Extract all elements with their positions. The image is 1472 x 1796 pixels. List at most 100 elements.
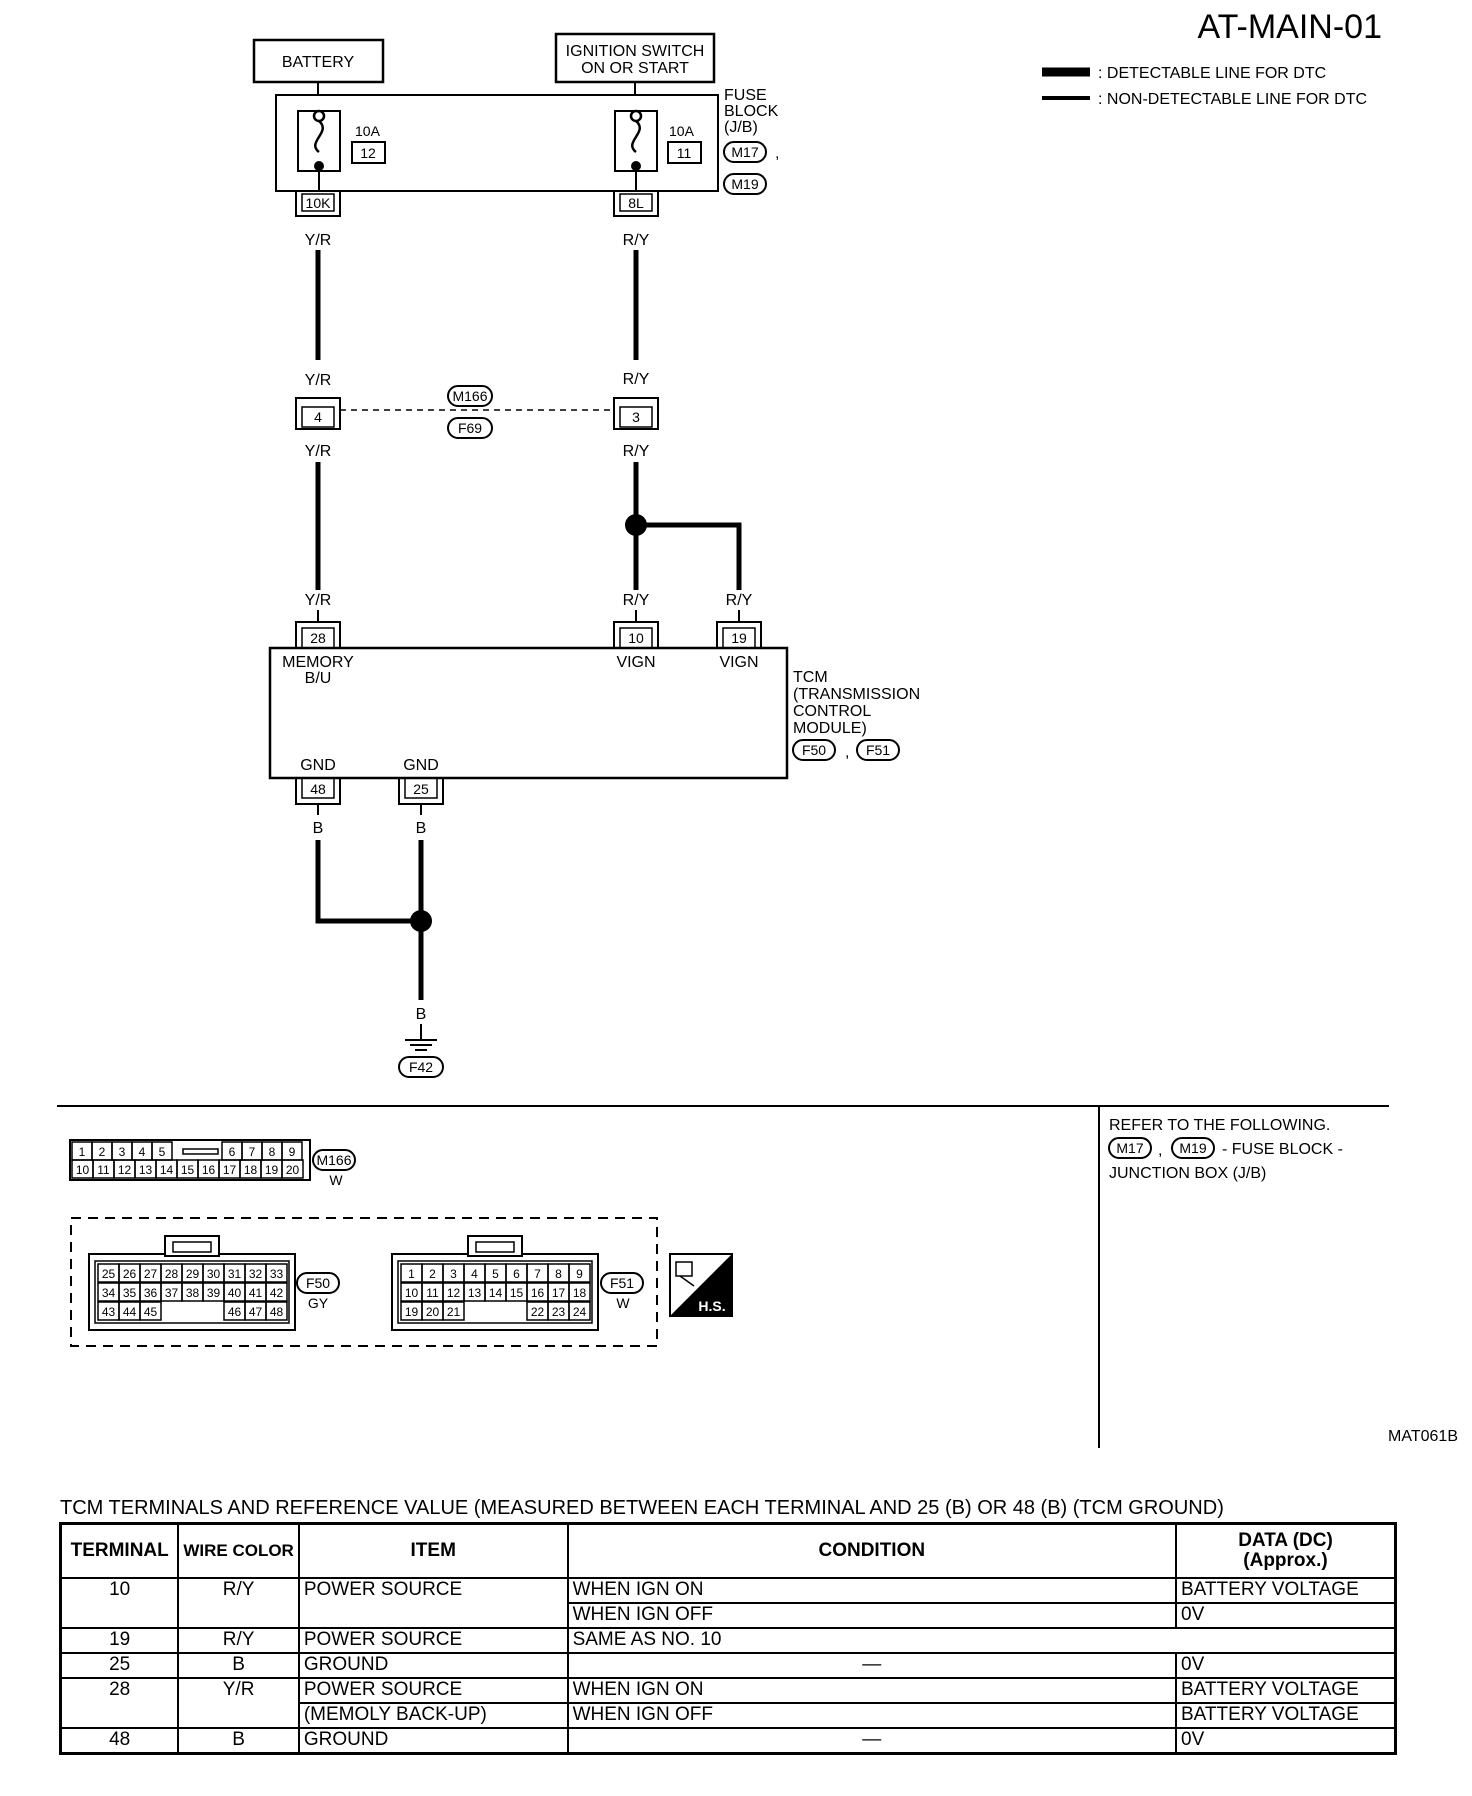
connector-f69: F69 bbox=[458, 420, 482, 436]
refer-text: JUNCTION BOX (J/B) bbox=[1109, 1165, 1266, 1182]
connector-pin: 19 bbox=[405, 1305, 419, 1319]
connector-pin: 32 bbox=[249, 1267, 263, 1281]
connector-pin: 47 bbox=[249, 1305, 263, 1319]
connector-pin: 14 bbox=[160, 1163, 174, 1177]
connector-pin: 6 bbox=[229, 1145, 236, 1159]
wire-color-label: R/Y bbox=[623, 371, 650, 388]
joint-pin-right: 3 bbox=[632, 409, 640, 425]
joint-pin-left: 4 bbox=[314, 409, 322, 425]
connector-pin: 46 bbox=[228, 1305, 242, 1319]
ignition-switch-label: IGNITION SWITCH bbox=[566, 43, 705, 60]
tcm-label-vign: VIGN bbox=[719, 654, 758, 671]
table-row: 25 B GROUND — 0V bbox=[59, 1652, 1397, 1679]
wire-color-label: R/Y bbox=[726, 592, 753, 609]
table-row: 19 R/Y POWER SOURCE SAME AS NO. 10 bbox=[59, 1627, 1397, 1654]
connector-pin: 8 bbox=[269, 1145, 276, 1159]
connector-pin: 18 bbox=[244, 1163, 258, 1177]
header-data: DATA (DC)(Approx.) bbox=[1175, 1522, 1397, 1579]
connector-face-f51-color: W bbox=[616, 1295, 630, 1311]
diagram-reference-code: MAT061B bbox=[1388, 1428, 1458, 1445]
terminal-reference-table: TERMINAL WIRE COLOR ITEM CONDITION DATA … bbox=[59, 1522, 1397, 1755]
wire-color-label: B bbox=[416, 1006, 427, 1023]
fuse-right bbox=[614, 109, 658, 191]
tcm-pin-48: 48 bbox=[310, 781, 326, 797]
connector-pin: 23 bbox=[552, 1305, 566, 1319]
connector-m19: M19 bbox=[731, 176, 758, 192]
connector-pin: 17 bbox=[223, 1163, 237, 1177]
connector-pin: 17 bbox=[552, 1286, 566, 1300]
connector-pin: 31 bbox=[228, 1267, 242, 1281]
connector-pin: 19 bbox=[265, 1163, 279, 1177]
connector-pin: 27 bbox=[144, 1267, 158, 1281]
connector-pin: 25 bbox=[102, 1267, 116, 1281]
connector-pin: 21 bbox=[447, 1305, 461, 1319]
connector-pin: 16 bbox=[531, 1286, 545, 1300]
legend-detectable: : DETECTABLE LINE FOR DTC bbox=[1098, 65, 1326, 82]
connector-pin: 2 bbox=[99, 1145, 106, 1159]
svg-text:,: , bbox=[775, 145, 779, 162]
diagram-code: AT-MAIN-01 bbox=[1197, 8, 1382, 46]
connector-pin: 7 bbox=[534, 1267, 541, 1281]
refer-connector-m17: M17 bbox=[1116, 1140, 1143, 1156]
connector-pin: 22 bbox=[531, 1305, 545, 1319]
fuse-left bbox=[297, 109, 341, 191]
connector-pin: 34 bbox=[102, 1286, 116, 1300]
wire-color-label: Y/R bbox=[305, 232, 332, 249]
connector-pin: 37 bbox=[165, 1286, 179, 1300]
connector-pin: 20 bbox=[286, 1163, 300, 1177]
connector-pin: 33 bbox=[270, 1267, 284, 1281]
fuse-left-terminal: 10K bbox=[306, 195, 332, 211]
tcm-pin-28: 28 bbox=[310, 630, 326, 646]
connector-m166: M166 bbox=[452, 388, 487, 404]
refer-connector-m19: M19 bbox=[1179, 1140, 1206, 1156]
connector-pin: 7 bbox=[249, 1145, 256, 1159]
connector-pin: 20 bbox=[426, 1305, 440, 1319]
connector-pin: 5 bbox=[492, 1267, 499, 1281]
fuse-block-label: BLOCK bbox=[724, 103, 779, 120]
tcm-pin-25: 25 bbox=[413, 781, 429, 797]
connector-pin: 8 bbox=[555, 1267, 562, 1281]
connector-face-m166-color: W bbox=[329, 1172, 343, 1188]
connector-pin: 9 bbox=[576, 1267, 583, 1281]
harness-side-label: H.S. bbox=[698, 1298, 725, 1314]
wire-color-label: R/Y bbox=[623, 592, 650, 609]
connector-pin: 11 bbox=[426, 1286, 439, 1300]
connector-face-m166-name: M166 bbox=[316, 1152, 351, 1168]
table-caption: TCM TERMINALS AND REFERENCE VALUE (MEASU… bbox=[60, 1497, 1224, 1519]
connector-pin: 13 bbox=[139, 1163, 153, 1177]
fuse-right-rating: 10A bbox=[669, 123, 695, 139]
connector-pin: 38 bbox=[186, 1286, 200, 1300]
connector-group-box bbox=[70, 1217, 658, 1347]
fuse-left-number: 12 bbox=[360, 145, 376, 161]
tcm-name: (TRANSMISSION bbox=[793, 686, 920, 703]
table-row: 48 B GROUND — 0V bbox=[59, 1727, 1397, 1755]
harness-side-icon: H.S. bbox=[669, 1253, 733, 1317]
connector-f51: F51 bbox=[866, 742, 890, 758]
connector-pin: 1 bbox=[79, 1145, 86, 1159]
connector-m17: M17 bbox=[731, 144, 758, 160]
fuse-block-label: FUSE bbox=[724, 87, 767, 104]
connector-pin: 24 bbox=[573, 1305, 587, 1319]
fuse-right-terminal: 8L bbox=[628, 195, 644, 211]
tcm-label-bu: B/U bbox=[305, 670, 332, 687]
table-row: WHEN IGN OFF 0V bbox=[61, 1602, 1397, 1629]
connector-pin: 14 bbox=[489, 1286, 503, 1300]
fuse-left-rating: 10A bbox=[355, 123, 381, 139]
connector-pin: 5 bbox=[159, 1145, 166, 1159]
connector-pin: 11 bbox=[97, 1163, 110, 1177]
wire-color-label: R/Y bbox=[623, 232, 650, 249]
header-wire-color: WIRE COLOR bbox=[177, 1522, 300, 1579]
legend-non-detectable: : NON-DETECTABLE LINE FOR DTC bbox=[1098, 91, 1367, 108]
tcm-box bbox=[268, 646, 789, 780]
connector-pin: 45 bbox=[144, 1305, 158, 1319]
connector-pin: 10 bbox=[76, 1163, 90, 1177]
connector-pin: 44 bbox=[123, 1305, 137, 1319]
connector-pin: 40 bbox=[228, 1286, 242, 1300]
connector-pin: 28 bbox=[165, 1267, 179, 1281]
fuse-right-number: 11 bbox=[677, 145, 692, 161]
wire-color-label: B bbox=[416, 820, 427, 837]
wire-ry-branch bbox=[636, 522, 742, 590]
connector-pin: 43 bbox=[102, 1305, 116, 1319]
